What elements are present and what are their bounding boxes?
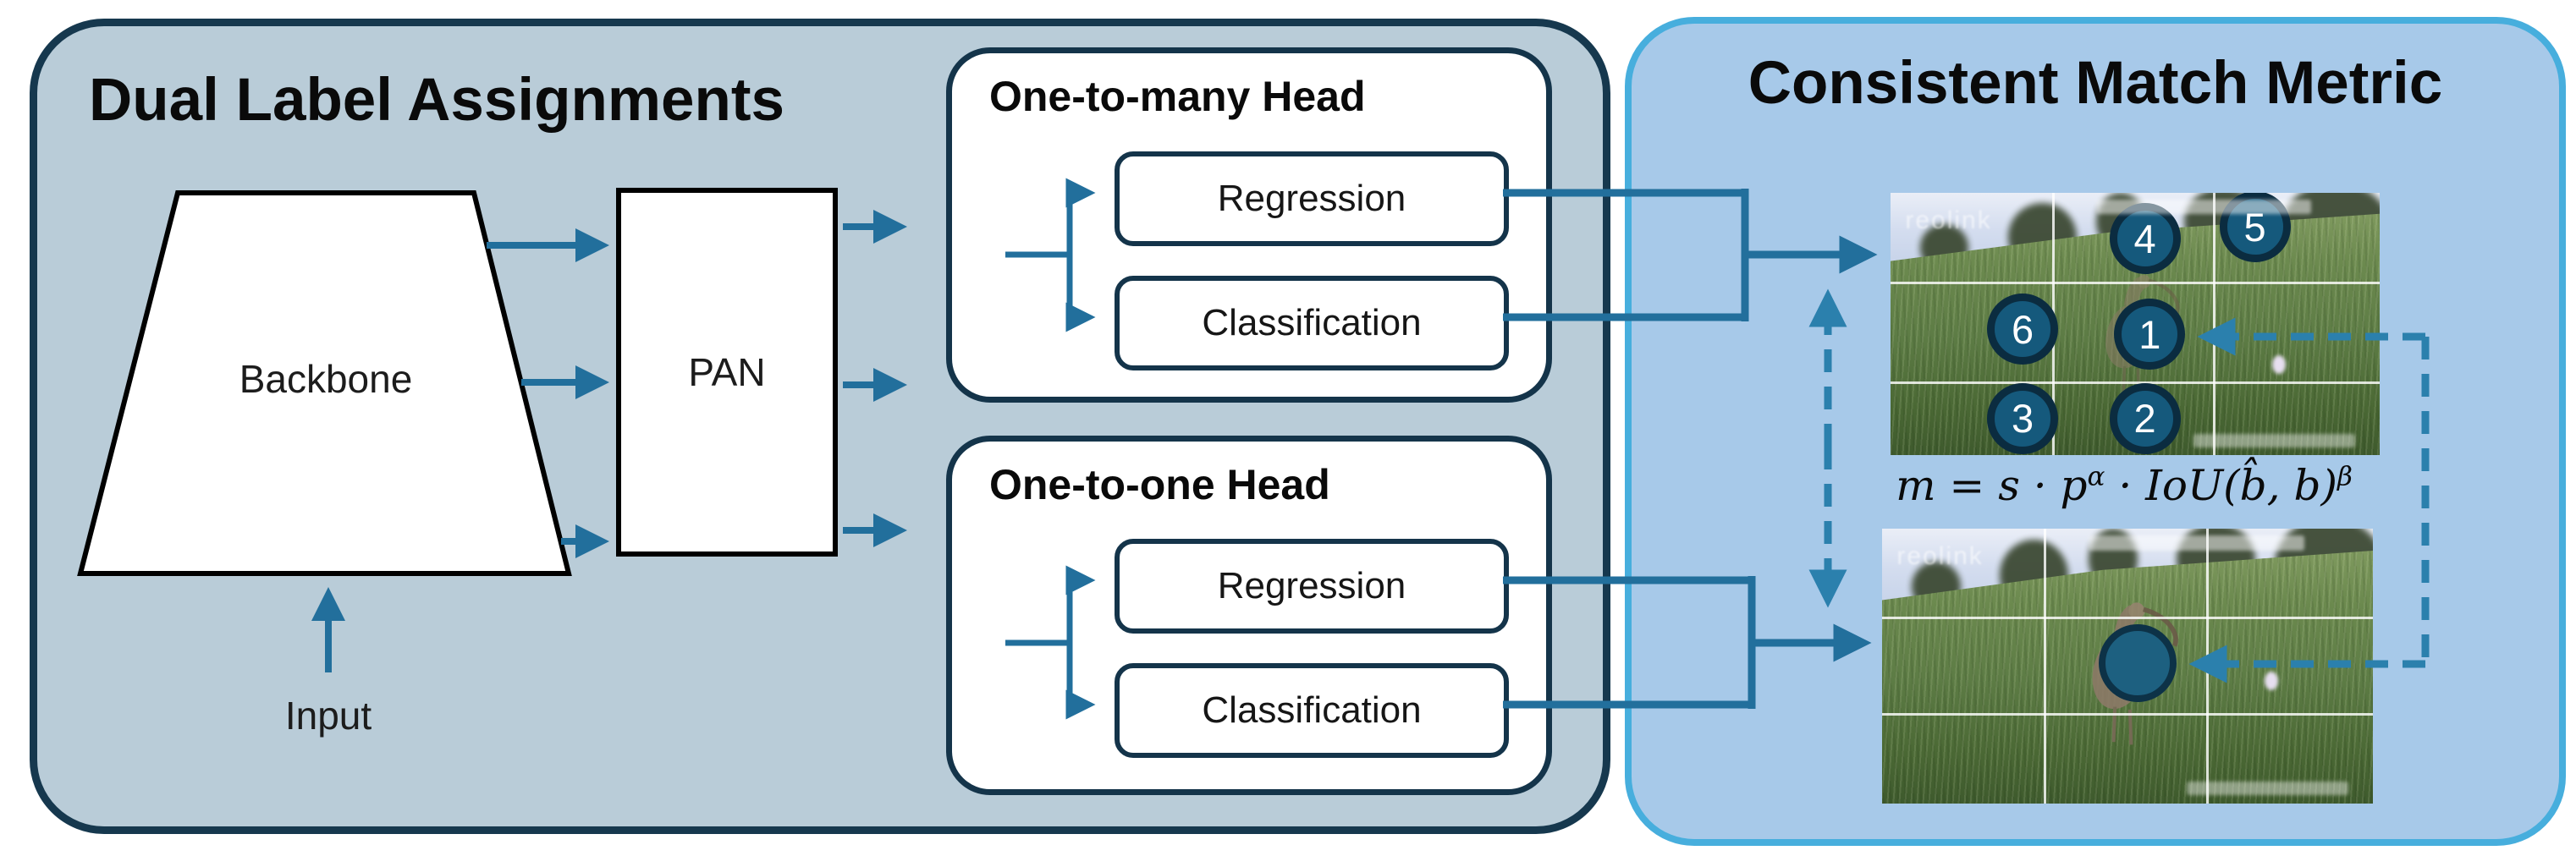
timestamp-blur xyxy=(2088,535,2304,551)
caption-blur xyxy=(2193,434,2356,447)
otm-classification-label: Classification xyxy=(1202,302,1422,343)
anchor-marker-2: 2 xyxy=(2109,382,2181,454)
otm-regression-label: Regression xyxy=(1217,178,1406,219)
dual-label-title: Dual Label Assignments xyxy=(89,67,784,134)
marker-number: 3 xyxy=(2011,396,2034,442)
reolink-watermark: reolink xyxy=(1905,206,1992,234)
pan-label: PAN xyxy=(688,350,766,394)
timestamp-blur xyxy=(2095,199,2312,214)
grid-line-horizontal xyxy=(1891,282,2380,285)
grid-line-horizontal xyxy=(1882,712,2373,716)
caption-blur xyxy=(2186,782,2348,796)
match-formula: m = s · pα · IoU(b̂, b)β xyxy=(1862,461,2386,510)
anchor-marker-1: 1 xyxy=(2114,299,2186,370)
grid-line-vertical xyxy=(2213,193,2216,455)
predicted-anchor-marker xyxy=(2098,624,2177,703)
oto-classification-label: Classification xyxy=(1202,689,1422,731)
marker-number: 6 xyxy=(2011,306,2034,352)
one-to-many-title: One-to-many Head xyxy=(989,73,1366,120)
grid-line-horizontal xyxy=(1882,617,2373,619)
flower-dot xyxy=(2271,355,2286,375)
pan-box xyxy=(616,188,838,557)
flower-dot xyxy=(2265,672,2279,690)
marker-number: 4 xyxy=(2133,216,2156,261)
formula-iou: · IoU(b̂, b) xyxy=(2105,461,2337,510)
oto-classification-box: Classification xyxy=(1115,663,1509,758)
marker-number: 1 xyxy=(2138,311,2161,357)
top-match-image: 4 5 6 1 3 2 reolink xyxy=(1891,193,2380,455)
reolink-watermark: reolink xyxy=(1896,542,1984,571)
consistent-match-title: Consistent Match Metric xyxy=(1748,50,2443,117)
one-to-many-head: One-to-many Head Regression Classificati… xyxy=(946,47,1552,403)
formula-alpha: α xyxy=(2087,461,2105,492)
formula-base: m = s · p xyxy=(1896,461,2088,510)
oto-regression-label: Regression xyxy=(1217,565,1406,606)
grid-line-vertical xyxy=(2205,529,2209,804)
formula-beta: β xyxy=(2337,461,2353,492)
backbone-label: Backbone xyxy=(239,357,413,401)
otm-regression-box: Regression xyxy=(1115,151,1509,246)
bottom-match-image: reolink xyxy=(1882,529,2373,804)
grid-line-horizontal xyxy=(1891,381,2380,385)
anchor-marker-3: 3 xyxy=(1987,382,2059,454)
marker-number: 2 xyxy=(2133,396,2156,442)
anchor-marker-4: 4 xyxy=(2109,203,2181,275)
input-label: Input xyxy=(284,694,372,738)
grid-line-vertical xyxy=(2044,529,2047,804)
one-to-one-head: One-to-one Head Regression Classificatio… xyxy=(946,436,1552,795)
otm-classification-box: Classification xyxy=(1115,276,1509,370)
anchor-marker-6: 6 xyxy=(1987,294,2059,365)
oto-regression-box: Regression xyxy=(1115,539,1509,634)
one-to-one-title: One-to-one Head xyxy=(989,461,1330,508)
